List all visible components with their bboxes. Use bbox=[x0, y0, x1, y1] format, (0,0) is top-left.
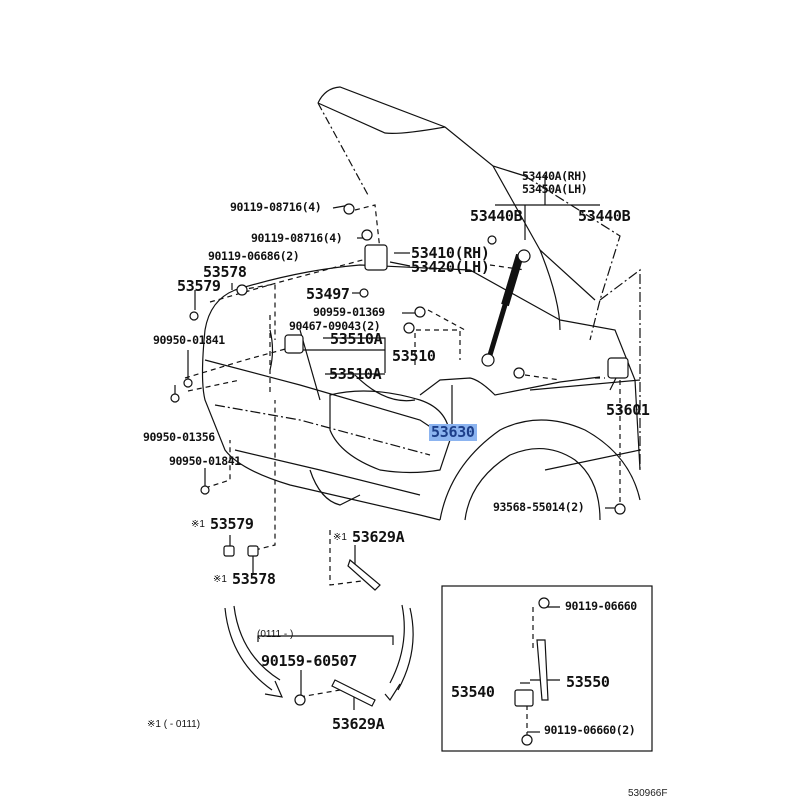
part-label-53497[interactable]: 53497 bbox=[306, 285, 350, 303]
note-footnote: ※1 ( - 0111) bbox=[147, 719, 201, 730]
note-mark-1-b: ※1 bbox=[213, 574, 227, 585]
note-range-after: (0111 - ) bbox=[257, 629, 294, 640]
part-label-93568-55014[interactable]: 93568-55014(2) bbox=[493, 500, 585, 514]
part-label-53629A-top[interactable]: 53629A bbox=[352, 528, 405, 546]
part-label-53578-top[interactable]: 53578 bbox=[203, 263, 247, 281]
part-label-90959-01369[interactable]: 90959-01369 bbox=[313, 305, 385, 319]
release-cable bbox=[419, 376, 601, 396]
part-label-90119-08716-a[interactable]: 90119-08716(4) bbox=[230, 200, 322, 214]
part-label-53510A-top[interactable]: 53510A bbox=[330, 330, 383, 348]
part-label-90119-08716-b[interactable]: 90119-08716(4) bbox=[251, 231, 343, 245]
hood-outline bbox=[317, 86, 621, 341]
part-label-53450A[interactable]: 53450A(LH) bbox=[522, 182, 588, 196]
part-label-53550[interactable]: 53550 bbox=[566, 673, 610, 691]
part-label-53420[interactable]: 53420(LH) bbox=[411, 258, 490, 276]
part-label-53578-bottom[interactable]: 53578 bbox=[232, 570, 276, 588]
hood-support-strut bbox=[481, 249, 531, 367]
part-label-53440B-left[interactable]: 53440B bbox=[470, 207, 523, 225]
part-label-90159-60507[interactable]: 90159-60507 bbox=[261, 652, 358, 670]
inset-box bbox=[441, 585, 653, 752]
part-label-90119-06660-bottom[interactable]: 90119-06660(2) bbox=[544, 723, 636, 737]
curved-arrows bbox=[224, 604, 414, 702]
fastener-glyphs bbox=[170, 203, 629, 746]
part-label-53630-selected[interactable]: 53630 bbox=[429, 423, 477, 441]
part-label-53579-bottom[interactable]: 53579 bbox=[210, 515, 254, 533]
part-label-53410[interactable]: 53410(RH) bbox=[411, 244, 490, 262]
part-label-53440B-right[interactable]: 53440B bbox=[578, 207, 631, 225]
part-label-53440A[interactable]: 53440A(RH) bbox=[522, 169, 588, 183]
part-label-53601[interactable]: 53601 bbox=[606, 401, 650, 419]
part-label-90950-01356[interactable]: 90950-01356 bbox=[143, 430, 215, 444]
part-label-53579-top[interactable]: 53579 bbox=[177, 277, 221, 295]
part-label-90950-01841-top[interactable]: 90950-01841 bbox=[153, 333, 225, 347]
part-label-90950-01841-bottom[interactable]: 90950-01841 bbox=[169, 454, 241, 468]
catalog-code: 530966F bbox=[628, 788, 668, 799]
part-label-53510[interactable]: 53510 bbox=[392, 347, 436, 365]
part-label-53629A-bottom[interactable]: 53629A bbox=[332, 715, 385, 733]
leader-lines bbox=[184, 204, 621, 735]
part-label-90467-09043[interactable]: 90467-09043(2) bbox=[289, 319, 381, 333]
note-mark-1-c: ※1 bbox=[333, 532, 347, 543]
note-mark-1-a: ※1 bbox=[191, 519, 205, 530]
part-label-53540[interactable]: 53540 bbox=[451, 683, 495, 701]
part-label-53510A-bottom[interactable]: 53510A bbox=[329, 365, 382, 383]
part-label-90119-06660-top[interactable]: 90119-06660 bbox=[565, 599, 637, 613]
car-body-outline bbox=[201, 264, 641, 521]
part-label-90119-06686[interactable]: 90119-06686(2) bbox=[208, 249, 300, 263]
